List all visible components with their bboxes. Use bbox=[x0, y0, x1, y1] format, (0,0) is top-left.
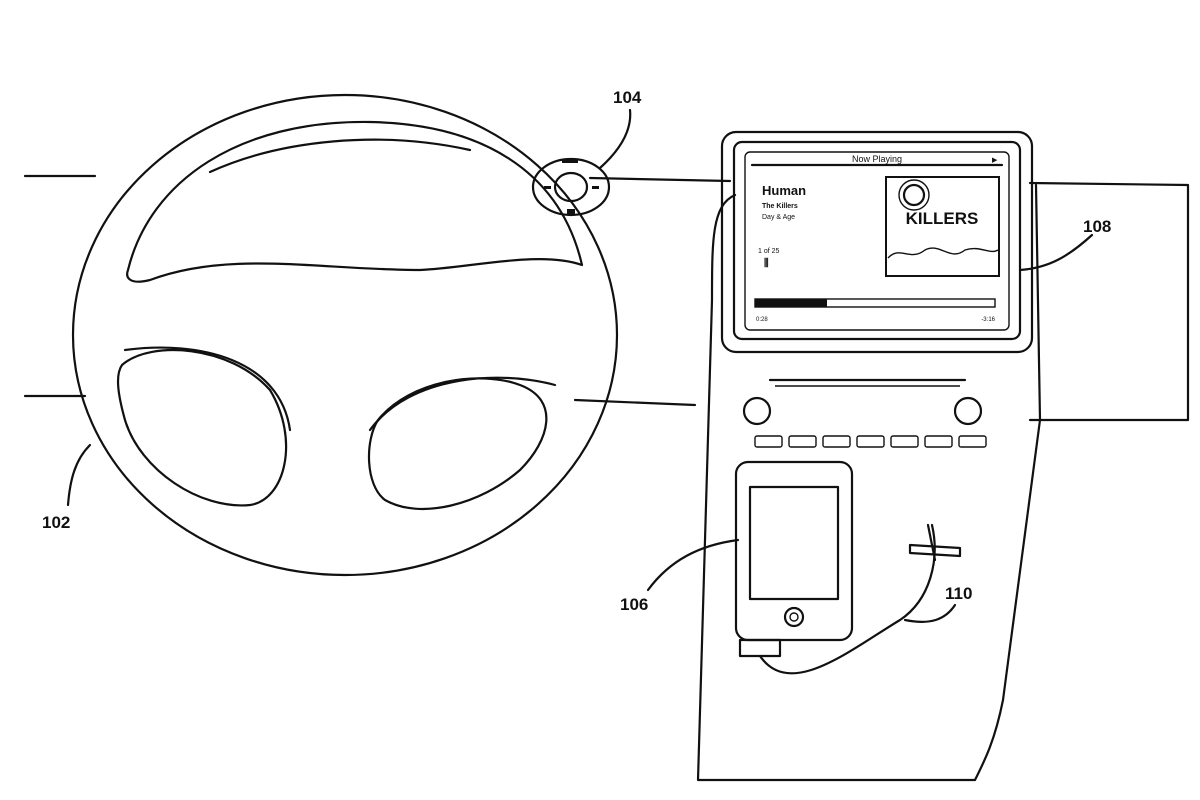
shuffle-icon: ⫼ bbox=[764, 257, 769, 269]
preset-buttons bbox=[754, 435, 987, 448]
display-unit bbox=[720, 130, 1034, 354]
ref-label-104: 104 bbox=[613, 88, 642, 107]
leader-lines bbox=[66, 108, 1094, 623]
click-wheel-controller bbox=[531, 157, 611, 217]
dashboard bbox=[23, 174, 1190, 422]
artist-name: The Killers bbox=[762, 203, 798, 210]
center-console bbox=[696, 183, 1042, 782]
album-name: Day & Age bbox=[762, 214, 795, 221]
remaining-time: -3:16 bbox=[981, 317, 995, 323]
play-indicator: ▶ bbox=[992, 157, 998, 164]
steering-wheel bbox=[71, 93, 619, 577]
ref-label-106: 106 bbox=[620, 595, 648, 614]
song-title: Human bbox=[762, 183, 806, 198]
ref-label-102: 102 bbox=[42, 513, 70, 532]
ref-label-110: 110 bbox=[945, 584, 972, 603]
track-position: 1 of 25 bbox=[758, 248, 780, 255]
album-art-logo: KILLERS bbox=[906, 209, 979, 228]
progress-bar-fill bbox=[755, 299, 827, 307]
now-playing-header: Now Playing bbox=[852, 154, 902, 164]
ref-label-108: 108 bbox=[1083, 217, 1111, 236]
portable-media-device bbox=[734, 460, 962, 675]
elapsed-time: 0:28 bbox=[756, 317, 768, 323]
